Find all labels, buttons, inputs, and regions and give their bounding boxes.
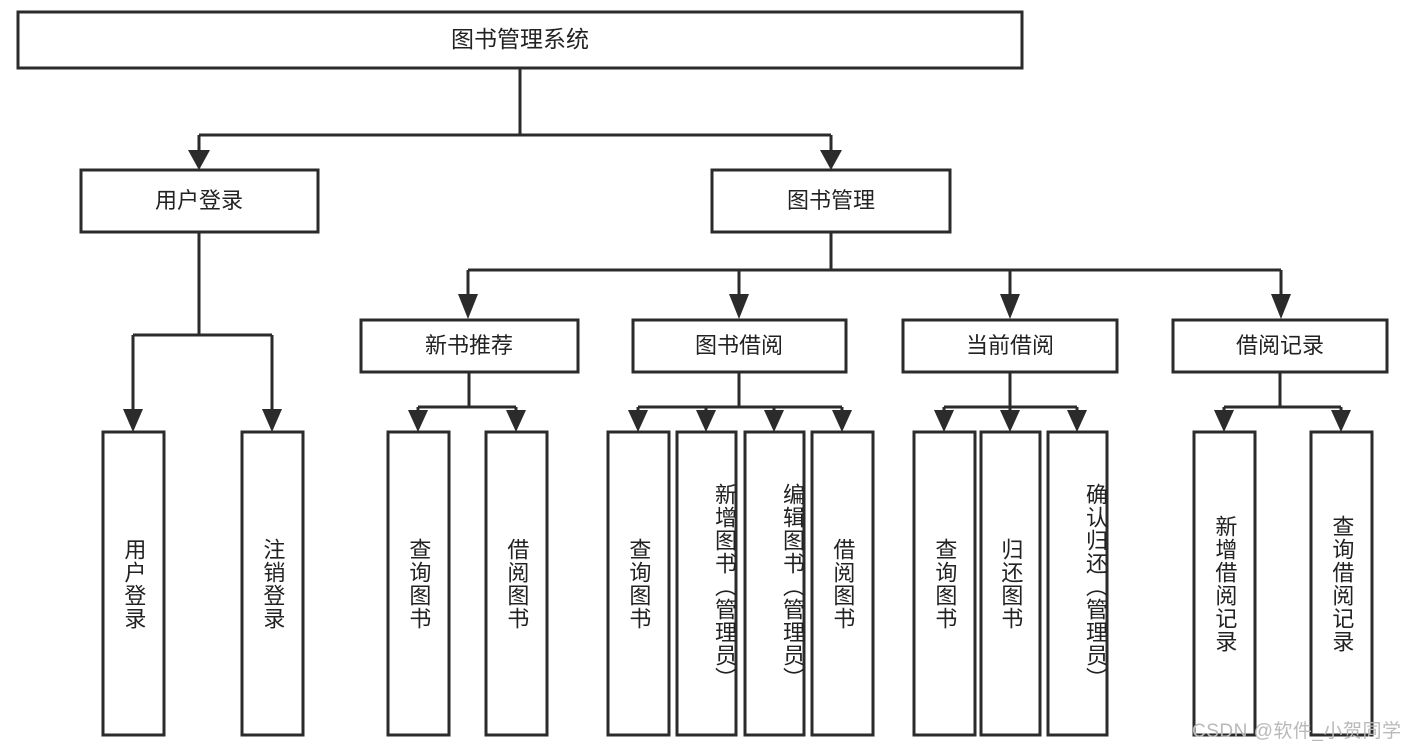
leaf-box-new-book-recommend-1[interactable] — [386, 430, 451, 737]
arrow-head-bookborrow-leaf-4 — [832, 410, 852, 432]
arrow-head-user-login-leaf-2 — [262, 409, 282, 432]
arrow-head-bookborrow-leaf-2 — [696, 410, 716, 432]
leaf-box-current-borrow-3[interactable] — [1046, 430, 1109, 737]
node-current-borrow-box[interactable] — [901, 318, 1119, 374]
leaf-box-user-login-2[interactable] — [240, 430, 305, 737]
node-borrow-records-label: 借阅记录 — [1236, 333, 1324, 358]
leaf-box-new-book-recommend-2[interactable] — [484, 430, 549, 737]
connector-group-new-book-recommend — [408, 372, 526, 432]
arrow-head-currentborrow-leaf-1 — [934, 410, 954, 432]
arrow-head-currentborrow-leaf-3 — [1067, 410, 1087, 432]
connector-group-root — [188, 68, 842, 170]
arrow-head-newbook-leaf-1 — [408, 410, 428, 432]
node-user-login-label: 用户登录 — [155, 188, 243, 213]
arrow-head-currentborrow-leaf-2 — [1000, 410, 1020, 432]
node-current-borrow[interactable]: 当前借阅 — [901, 318, 1119, 374]
node-user-login[interactable]: 用户登录 — [79, 168, 320, 234]
leaf-box-current-borrow-2[interactable] — [979, 430, 1042, 737]
leaf-box-user-login-1[interactable] — [101, 430, 166, 737]
node-borrow-records[interactable]: 借阅记录 — [1171, 318, 1389, 374]
arrow-head-bookborrow-leaf-3 — [764, 410, 784, 432]
csdn-watermark: CSDN @软件_小贺同学 — [1192, 721, 1402, 742]
arrow-head-to-book-borrow — [729, 294, 749, 319]
leaf-box-current-borrow-1[interactable] — [912, 430, 977, 737]
arrow-head-borrowrecords-leaf-2 — [1331, 410, 1351, 432]
arrow-head-to-new-book-recommend — [458, 294, 478, 319]
node-new-book-recommend[interactable]: 新书推荐 — [359, 318, 580, 374]
connector-group-book-borrow — [628, 372, 852, 432]
leaf-box-borrow-records-1[interactable] — [1192, 430, 1257, 737]
arrow-head-newbook-leaf-2 — [506, 410, 526, 432]
connector-group-borrow-records — [1214, 372, 1351, 432]
connector-group-book-management — [458, 232, 1291, 319]
leaf-box-book-borrow-1[interactable] — [606, 430, 671, 737]
node-new-book-recommend-box[interactable] — [359, 318, 580, 374]
connector-group-user-login — [123, 232, 282, 432]
arrow-head-to-borrow-records — [1271, 294, 1291, 319]
node-book-borrow[interactable]: 图书借阅 — [631, 318, 848, 374]
node-book-borrow-box[interactable] — [631, 318, 848, 374]
node-borrow-records-box[interactable] — [1171, 318, 1389, 374]
arrow-head-user-login-leaf-1 — [123, 409, 143, 432]
node-book-borrow-label: 图书借阅 — [695, 333, 783, 358]
connector-group-current-borrow — [934, 372, 1087, 432]
leaf-box-borrow-records-2[interactable] — [1309, 430, 1374, 737]
node-book-management-box[interactable] — [710, 168, 952, 234]
node-root-label: 图书管理系统 — [451, 26, 589, 52]
node-book-management-label: 图书管理 — [787, 188, 875, 213]
leaf-box-book-borrow-2[interactable] — [675, 430, 738, 737]
node-book-management[interactable]: 图书管理 — [710, 168, 952, 234]
leaf-box-book-borrow-4[interactable] — [810, 430, 875, 737]
arrow-head-bookborrow-leaf-1 — [628, 410, 648, 432]
node-root[interactable]: 图书管理系统 — [16, 10, 1024, 70]
arrow-head-to-user-login — [188, 150, 210, 170]
node-current-borrow-label: 当前借阅 — [966, 333, 1054, 358]
node-root-box[interactable] — [16, 10, 1024, 70]
leaf-box-book-borrow-3[interactable] — [743, 430, 806, 737]
arrow-head-to-book-management — [820, 150, 842, 170]
arrow-head-borrowrecords-leaf-1 — [1214, 410, 1234, 432]
node-new-book-recommend-label: 新书推荐 — [425, 333, 513, 358]
arrow-head-to-current-borrow — [1000, 294, 1020, 319]
